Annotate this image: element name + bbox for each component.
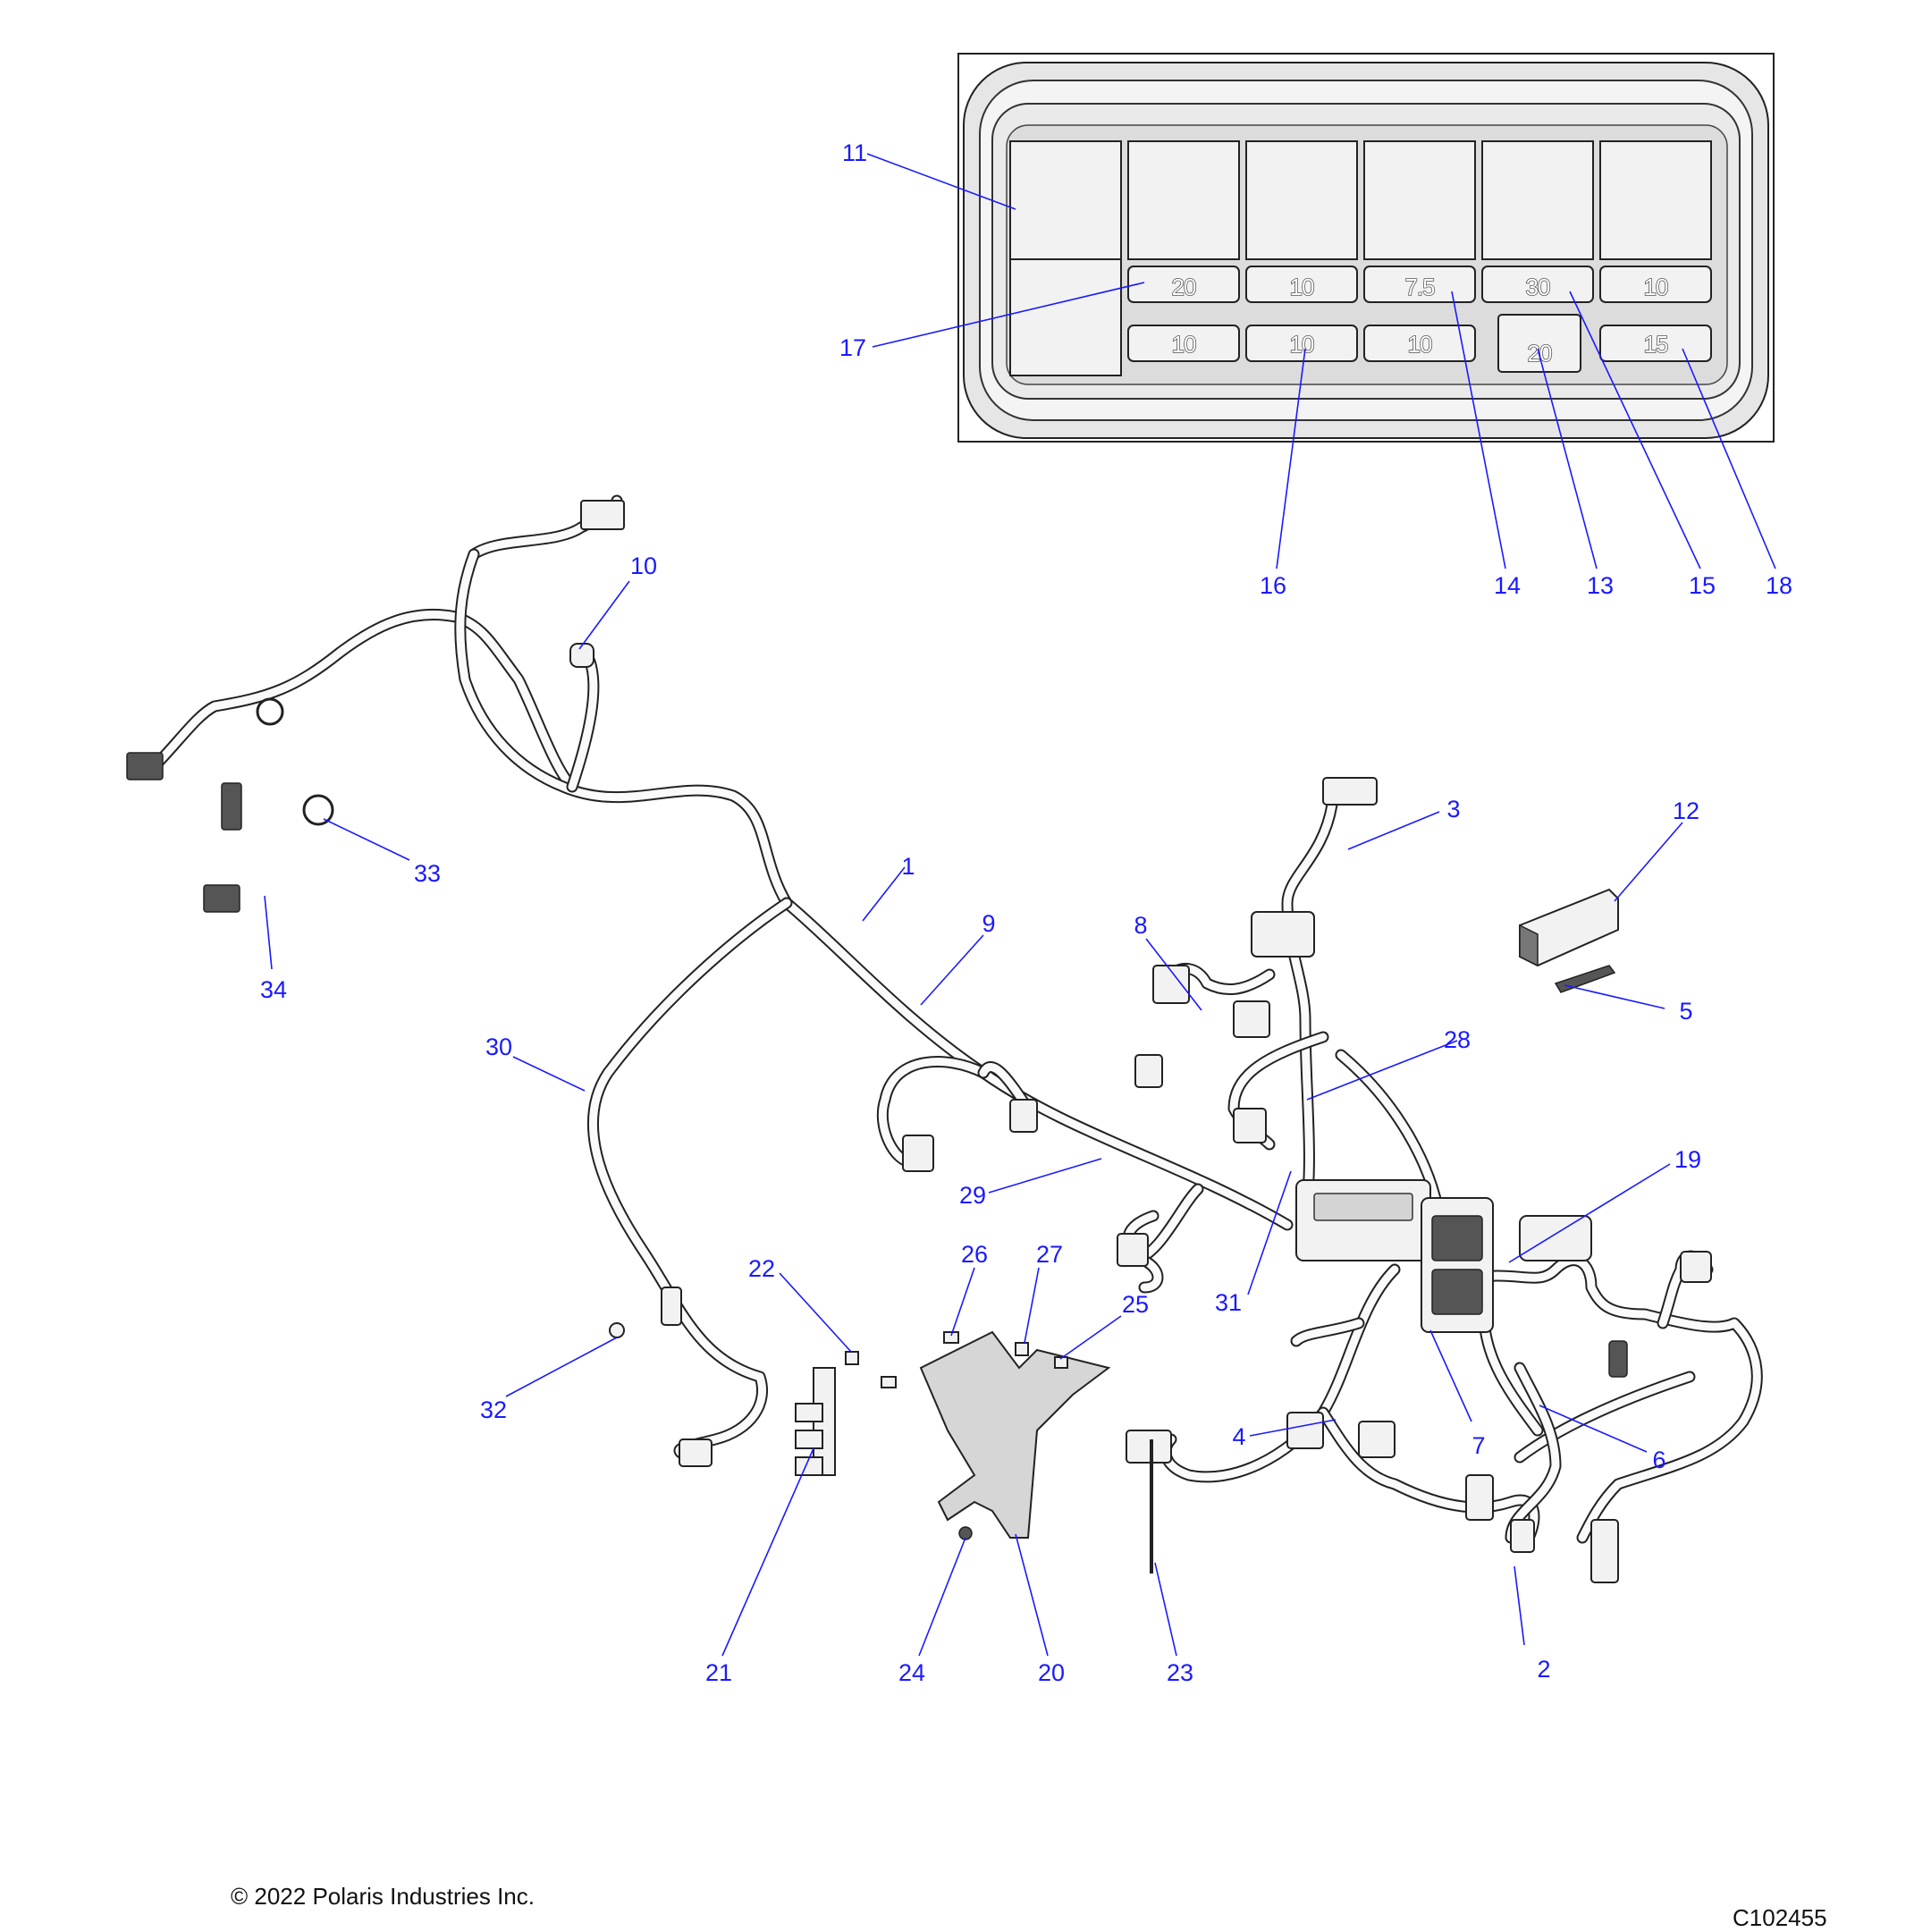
- fuse-18-value: 15: [1644, 331, 1668, 358]
- callout-34: 34: [260, 976, 287, 1003]
- mounting-brackets: [795, 1330, 1111, 1539]
- callout-30: 30: [485, 1033, 512, 1060]
- callout-14: 14: [1494, 572, 1521, 599]
- callout-3: 3: [1446, 796, 1460, 823]
- callout-2: 2: [1537, 1656, 1550, 1683]
- callout-18: 18: [1766, 572, 1792, 599]
- harness-connectors: [126, 500, 1712, 1583]
- fuse-row1-col5-value: 10: [1644, 274, 1668, 300]
- callout-1: 1: [901, 853, 915, 880]
- hardware-fasteners: [256, 697, 1153, 1573]
- callout-25: 25: [1122, 1291, 1149, 1318]
- fuse-15-value: 30: [1526, 274, 1550, 300]
- leader-lines: [264, 153, 1776, 1657]
- callout-17: 17: [839, 334, 866, 361]
- callout-22: 22: [748, 1255, 775, 1282]
- callout-15: 15: [1689, 572, 1716, 599]
- callout-24: 24: [898, 1659, 925, 1686]
- fuse-slots: [1127, 266, 1712, 373]
- fuse-13-value: 20: [1528, 340, 1552, 367]
- callout-26: 26: [961, 1241, 988, 1268]
- callout-5: 5: [1679, 998, 1692, 1025]
- fuse-row2-col3-value: 10: [1408, 331, 1432, 358]
- callout-8: 8: [1134, 912, 1147, 939]
- fuse-16-value: 10: [1290, 331, 1314, 358]
- callout-23: 23: [1167, 1659, 1193, 1686]
- callout-20: 20: [1038, 1659, 1065, 1686]
- callout-33: 33: [414, 860, 441, 887]
- callout-4: 4: [1232, 1423, 1245, 1450]
- fuse-row1-col2-value: 10: [1290, 274, 1314, 300]
- callout-labels: 1 2 3 4 5 6 7 8 9 10 11 12 13 14 15 16 1…: [260, 139, 1792, 1686]
- fuse-14-value: 7.5: [1404, 274, 1435, 300]
- callout-32: 32: [480, 1396, 507, 1423]
- copyright-notice: © 2022 Polaris Industries Inc.: [231, 1883, 535, 1910]
- relay-row: [1009, 140, 1712, 376]
- central-module: [1295, 1179, 1494, 1333]
- callout-6: 6: [1652, 1447, 1665, 1473]
- callout-13: 13: [1587, 572, 1614, 599]
- fuse-row2-col1-value: 10: [1172, 331, 1196, 358]
- fuse-box-inset: 20 10 7.5 30 10 10 10 10 20 15: [957, 53, 1775, 443]
- callout-7: 7: [1471, 1432, 1485, 1459]
- callout-9: 9: [982, 910, 995, 937]
- callout-16: 16: [1260, 572, 1286, 599]
- callout-31: 31: [1215, 1289, 1242, 1316]
- callout-27: 27: [1036, 1241, 1063, 1268]
- callout-21: 21: [705, 1659, 732, 1686]
- callout-28: 28: [1444, 1026, 1471, 1053]
- callout-19: 19: [1674, 1146, 1701, 1173]
- ecu-module: [1519, 888, 1619, 993]
- callout-12: 12: [1673, 797, 1699, 824]
- callout-11: 11: [842, 139, 867, 166]
- figure-id: C102455: [1733, 1904, 1827, 1931]
- fuse-17-value: 20: [1172, 274, 1196, 300]
- callout-29: 29: [959, 1182, 986, 1209]
- callout-10: 10: [630, 553, 657, 579]
